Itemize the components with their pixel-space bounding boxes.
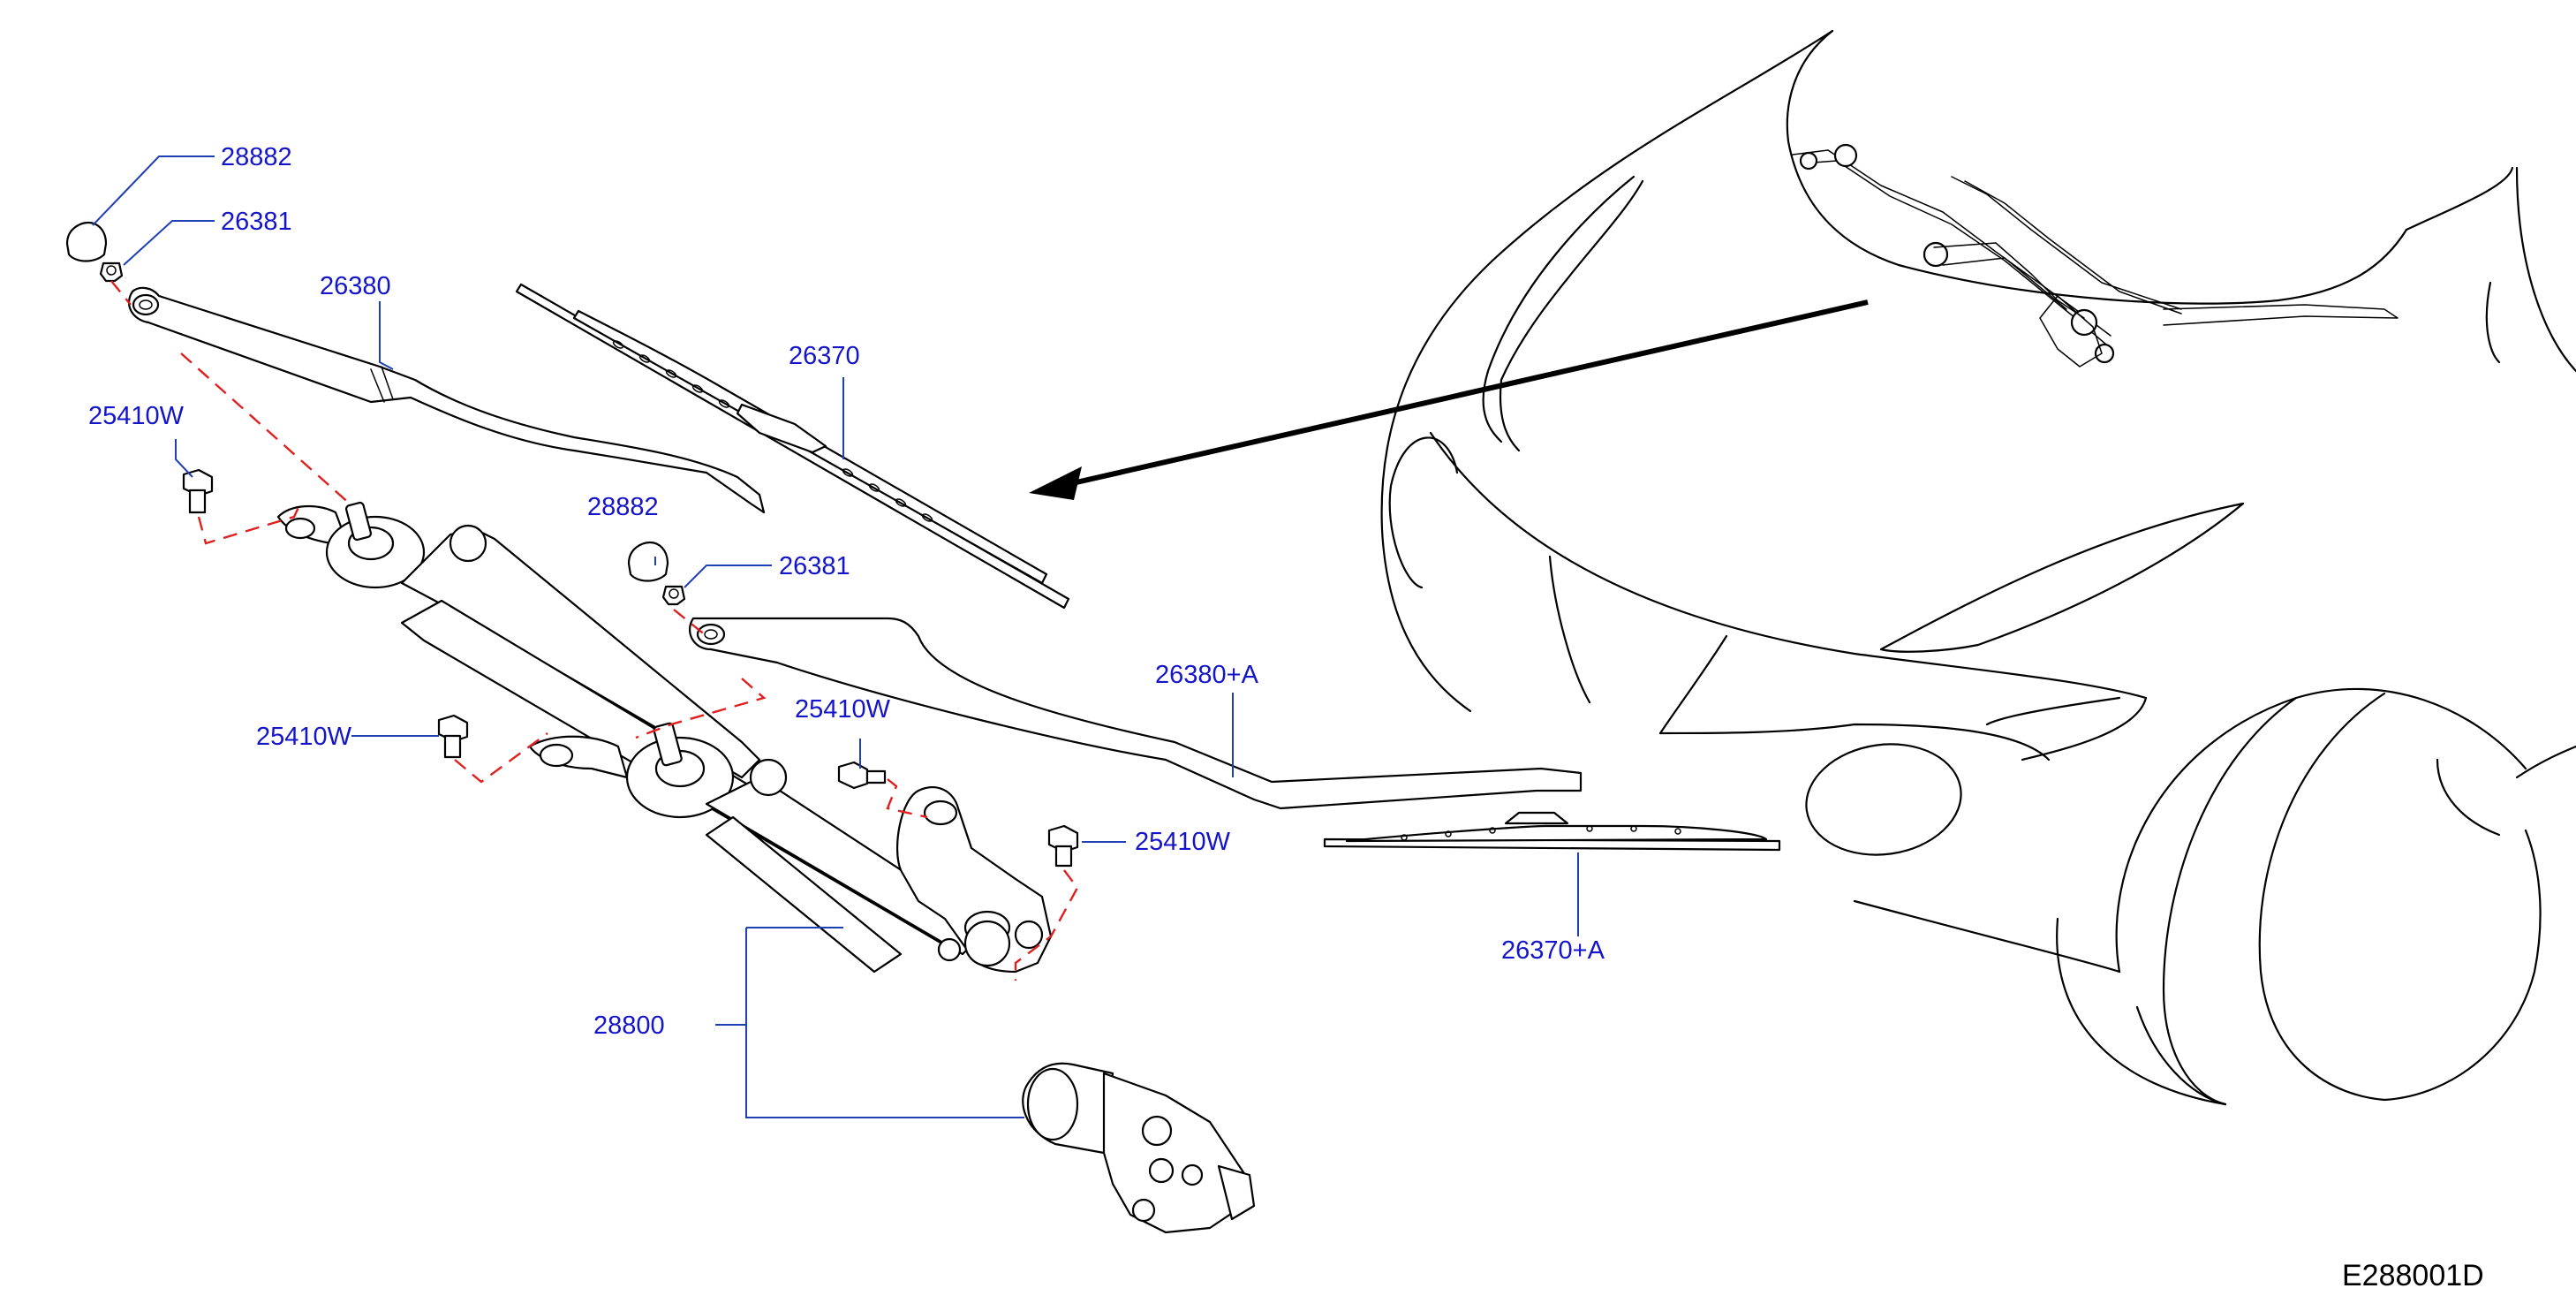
wiper-arm-26380 — [127, 286, 766, 514]
wiper-blade-26370A — [1323, 811, 1781, 852]
callout-26381-middle: 26381 — [779, 552, 850, 580]
wiper-linkage-28800 — [276, 501, 1053, 974]
bolt-25410W-3 — [837, 761, 887, 790]
install-paths — [110, 280, 1079, 981]
inset-wiper-assembly — [1792, 143, 2398, 368]
callout-28800: 28800 — [593, 1012, 665, 1040]
pivot-cap-28882-middle — [627, 541, 669, 582]
callout-26370: 26370 — [789, 342, 860, 370]
callout-26370A: 26370+A — [1501, 936, 1605, 965]
pivot-nut-26381-middle — [661, 585, 686, 606]
blade-slots — [612, 340, 933, 522]
diagram-code: E288001D — [2342, 1259, 2484, 1292]
leader-lines — [92, 155, 1579, 1118]
callout-25410W-4: 25410W — [1135, 828, 1231, 856]
wiper-arm-26380A — [688, 617, 1583, 810]
pivot-nut-26381-upper — [99, 261, 124, 283]
callout-25410W-1: 25410W — [88, 402, 185, 430]
vehicle-outline — [1380, 29, 2576, 1106]
callout-26380A: 26380+A — [1155, 661, 1259, 689]
callout-26381-upper: 26381 — [221, 208, 292, 236]
bolt-25410W-1 — [182, 468, 214, 514]
wiper-motor — [1022, 1062, 1256, 1234]
view-arrow — [1029, 299, 1869, 500]
callout-28882-upper: 28882 — [221, 143, 292, 171]
callout-25410W-2: 25410W — [256, 723, 352, 751]
bolt-25410W-2 — [437, 714, 469, 759]
callout-28882-middle: 28882 — [587, 493, 659, 521]
callout-26380: 26380 — [320, 272, 391, 300]
pivot-cap-28882-upper — [65, 221, 108, 262]
callout-labels: 28882 26381 26380 26370 25410W 28882 263… — [88, 143, 1605, 1040]
bolt-25410W-4 — [1047, 824, 1079, 868]
callout-25410W-3: 25410W — [795, 695, 891, 724]
wiper-blade-26370 — [515, 283, 1070, 610]
